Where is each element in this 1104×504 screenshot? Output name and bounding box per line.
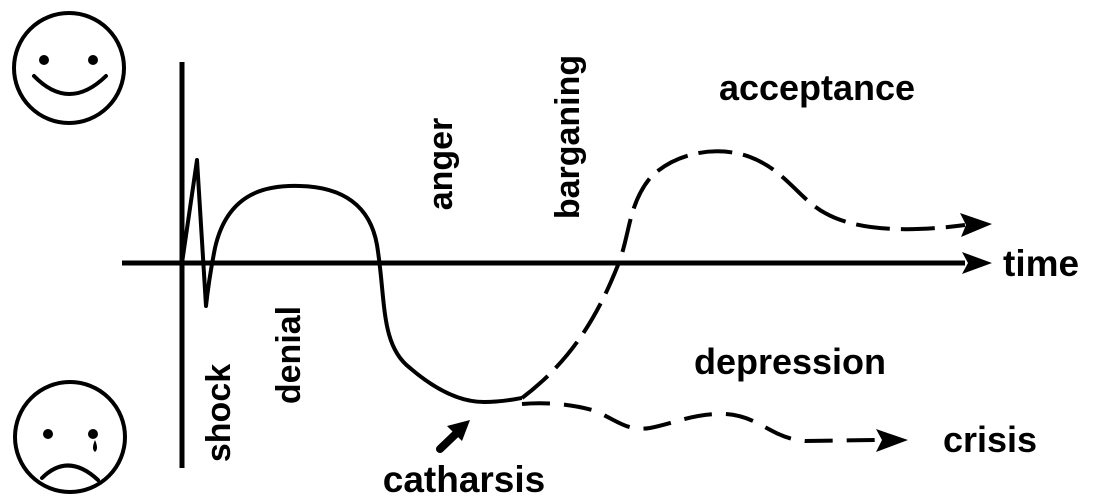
- crisis-arrowhead: [876, 429, 908, 452]
- catharsis-arrow: [436, 420, 470, 453]
- label-barganing: barganing: [549, 55, 587, 219]
- grief-curve-solid: [180, 158, 523, 404]
- sad-face-icon: [13, 380, 127, 494]
- acceptance-arrowhead: [960, 213, 992, 237]
- label-depression: depression: [694, 341, 886, 382]
- happy-face-icon: [12, 11, 126, 125]
- label-time: time: [1003, 243, 1079, 284]
- label-acceptance: acceptance: [719, 67, 915, 108]
- label-shock: shock: [200, 364, 238, 462]
- label-anger: anger: [422, 118, 460, 211]
- label-crisis: crisis: [943, 419, 1037, 460]
- label-catharsis: catharsis: [383, 459, 546, 499]
- grief-curve-crisis-dashed: [521, 401, 879, 444]
- time-axis: [122, 252, 992, 274]
- label-denial: denial: [270, 306, 308, 404]
